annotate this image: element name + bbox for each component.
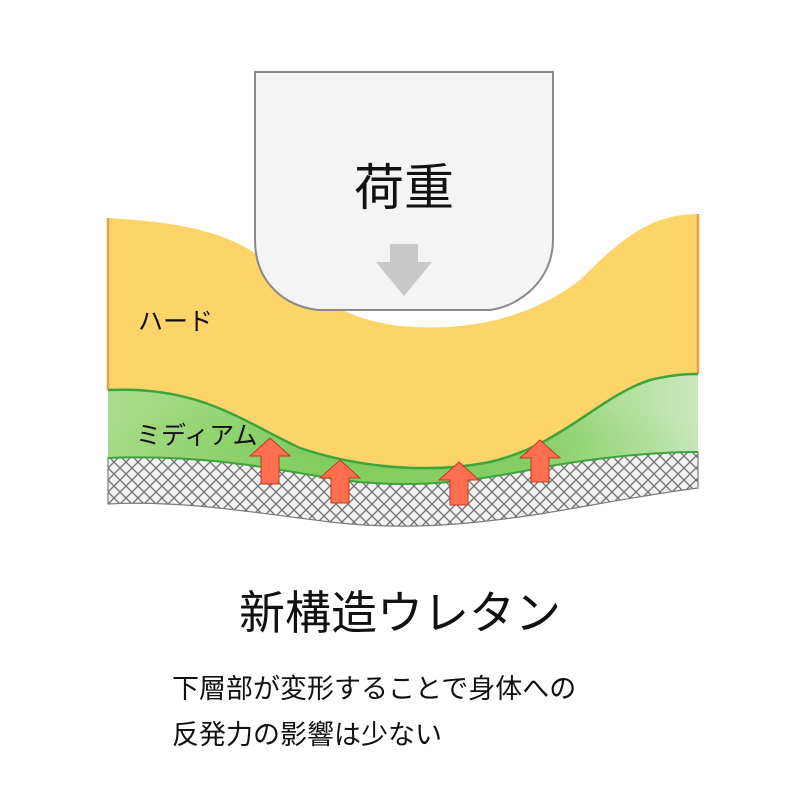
mesh-boundary-line [107, 451, 699, 486]
load-label: 荷重 [354, 159, 454, 217]
hard-layer-edge [106, 214, 700, 390]
description-line-1: 下層部が変形することで身体への [172, 674, 577, 705]
hard-layer [108, 214, 698, 469]
up-arrow-icon [248, 437, 292, 485]
up-arrow-icon [518, 439, 562, 483]
reaction-arrows [248, 437, 562, 506]
diagram-title: 新構造ウレタン [239, 586, 561, 640]
load-block [254, 71, 554, 311]
down-arrow-icon [376, 244, 432, 296]
up-arrow-icon [318, 459, 362, 504]
up-arrow-icon [437, 461, 481, 506]
hard-layer-label: ハード [138, 307, 214, 336]
medium-layer-label: ミディアム [136, 421, 258, 450]
description-line-2: 反発力の影響は少ない [172, 720, 442, 751]
